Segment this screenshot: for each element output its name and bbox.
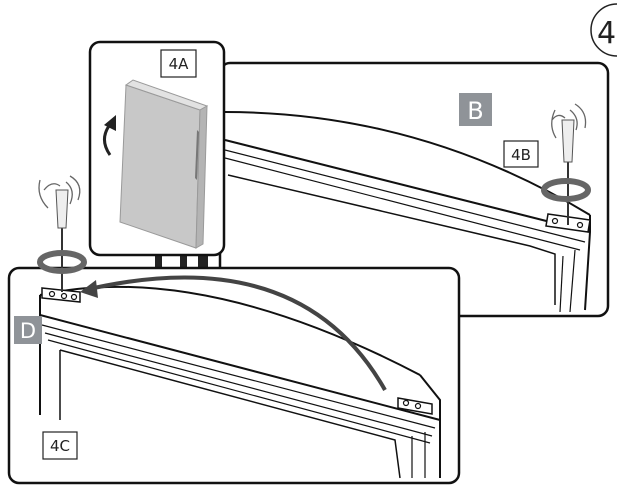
step-circle: [590, 3, 617, 57]
hinge-hole: [70, 293, 78, 301]
panel-d-door-edge-3: [44, 332, 433, 437]
hinge-hole: [402, 399, 410, 407]
callout-4b: [503, 140, 539, 168]
screwdriver-handle: [561, 119, 575, 163]
panel-d-gasket: [59, 349, 401, 479]
step-number: 4: [590, 3, 617, 57]
arrow-head: [104, 115, 116, 131]
panel-b-door-edge-2: [224, 149, 586, 243]
door-panel: [119, 84, 201, 249]
panel-a-foot: [198, 252, 208, 270]
badge-d-text: D: [20, 319, 36, 343]
hinge-hole: [48, 290, 56, 298]
panel-b-gasket: [227, 174, 556, 305]
panel-b-hinge-hole: [576, 221, 584, 229]
curved-arrow-icon: [84, 275, 387, 391]
move-arrow-head: [80, 280, 98, 298]
badge-d: [14, 316, 42, 344]
rotation-ring: [541, 178, 591, 202]
callout-4b-text: 4B: [511, 146, 531, 164]
callout-4c: [42, 431, 78, 460]
hinge-hole: [60, 292, 68, 300]
callout-4c-text: 4C: [50, 437, 70, 455]
hand-icon: [38, 175, 81, 209]
panel-d-door-top: [39, 285, 421, 376]
panel-a: 4A: [88, 40, 226, 270]
screwdriver-icon: [541, 119, 591, 225]
callout-4a: [160, 49, 197, 78]
panel-b-door-right-inner-2: [559, 255, 564, 313]
panel-b-door-edge-3: [224, 157, 581, 251]
callout-4a-text: 4A: [169, 55, 190, 73]
badge-b: [459, 93, 492, 126]
panel-b-hinge-hole: [551, 217, 559, 225]
panel-d-door-edge-4: [47, 339, 431, 444]
hand-icon: [551, 103, 587, 139]
panel-b-door-edge-1: [224, 139, 591, 233]
panel-d-door-corner: [419, 374, 441, 420]
screwdriver-icon: [37, 189, 87, 292]
door-handle: [195, 130, 199, 180]
panel-d: D 4C: [7, 266, 461, 485]
panel-b: B 4B: [218, 61, 610, 318]
panel-b-door-right-inner: [569, 249, 576, 313]
step-number-text: 4: [597, 16, 616, 51]
hinge-hole: [414, 402, 422, 410]
panel-a-foot: [155, 250, 162, 268]
screwdriver-handle: [55, 189, 69, 229]
rotation-ring: [37, 250, 87, 274]
badge-b-text: B: [467, 97, 483, 125]
door-panel-side: [195, 105, 208, 249]
panel-d-door-edge-2: [41, 324, 436, 429]
panel-a-foot: [180, 252, 187, 270]
